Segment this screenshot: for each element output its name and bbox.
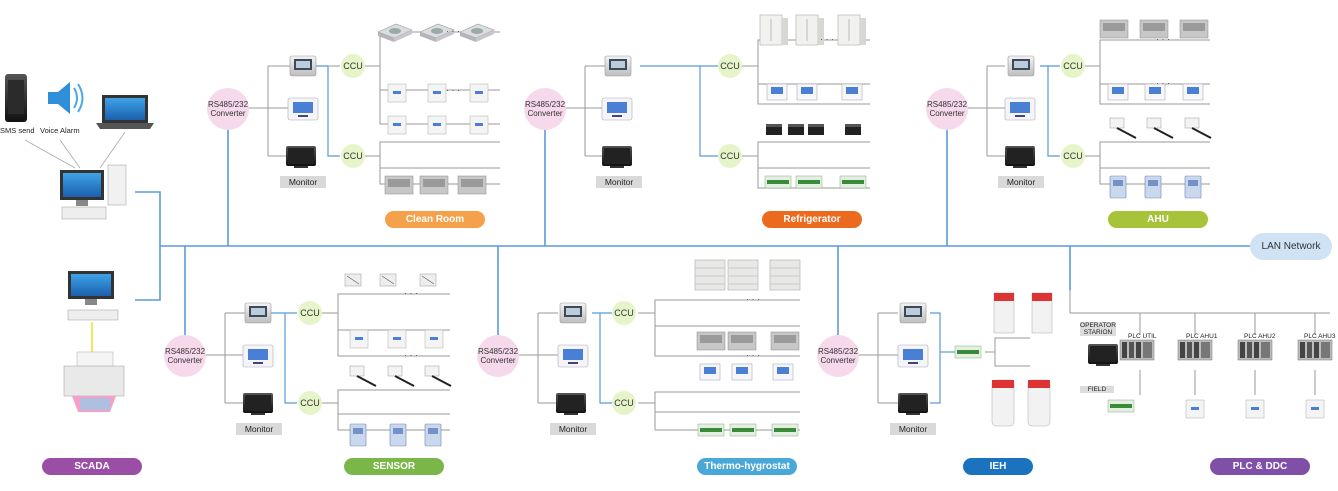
plc-ahu2-label: PLC AHU2 (1244, 333, 1276, 340)
controller-icon (387, 115, 407, 135)
ccu-node: CCU (298, 301, 322, 325)
svg-text:· · ·: · · · (446, 26, 460, 36)
touch-panel-icon (289, 55, 317, 77)
sensor-icon (349, 423, 367, 447)
controller-icon (469, 83, 489, 103)
category-ieh: IEH (963, 458, 1033, 475)
ccu-node: CCU (341, 54, 365, 78)
desktop-pc-icon (60, 164, 127, 220)
sensor-icon (424, 423, 442, 447)
ccu-node: CCU (298, 391, 322, 415)
svg-text:· · ·: · · · (746, 294, 760, 304)
plc-rack-icon (1237, 339, 1273, 361)
svg-text:· · ·: · · · (746, 350, 760, 360)
ccu-node: CCU (612, 301, 636, 325)
ccu-node: CCU (341, 144, 365, 168)
sensor-devices (242, 273, 452, 447)
ccu-node: CCU (612, 391, 636, 415)
monitor-icon (286, 146, 316, 168)
smartphone-icon (5, 74, 27, 122)
ahu-devices (1004, 19, 1212, 199)
plc-ahu3-label: PLC AHU3 (1304, 333, 1336, 340)
category-clean-room: Clean Room (385, 211, 485, 228)
monitor-label: Monitor (890, 423, 936, 435)
category-ahu: AHU (1108, 211, 1208, 228)
scada-devices (5, 74, 154, 412)
controller-icon (384, 175, 414, 195)
ccu-node: CCU (718, 144, 742, 168)
monitor-label: Monitor (596, 176, 642, 188)
printer-icon (63, 351, 125, 412)
svg-text:· · ·: · · · (1156, 78, 1170, 88)
sensor-icon (387, 365, 415, 387)
svg-text:· · ·: · · · (820, 34, 834, 44)
svg-text:· · ·: · · · (404, 350, 418, 360)
fan-filter-unit-icon (459, 23, 495, 43)
lan-network-label: LAN Network (1250, 233, 1332, 260)
speaker-icon (48, 82, 84, 114)
svg-text:· · ·: · · · (1156, 34, 1170, 44)
monitor-label: Monitor (998, 176, 1044, 188)
ccu-node: CCU (718, 54, 742, 78)
sms-send-label: SMS send (0, 126, 35, 135)
plc-rack-icon (1177, 339, 1213, 361)
field-label: FIELD (1080, 386, 1114, 393)
laptop-icon (96, 95, 154, 129)
voice-alarm-label: Voice Alarm (40, 126, 80, 135)
controller-icon (457, 175, 487, 195)
fan-filter-unit-icon (377, 23, 413, 43)
controller-icon (387, 83, 407, 103)
plc-util-label: PLC UTIL (1128, 333, 1157, 340)
category-plc-ddc: PLC & DDC (1210, 458, 1310, 475)
controller-icon (427, 115, 447, 135)
plc-rack-icon (1119, 339, 1155, 361)
ccu-node: CCU (1061, 144, 1085, 168)
category-refrigerator: Refrigerator (762, 211, 862, 228)
controller-icon (469, 115, 489, 135)
category-thermo-hygrostat: Thermo-hygrostat (697, 458, 797, 475)
controller-icon (419, 175, 449, 195)
monitor-label: Monitor (280, 176, 326, 188)
sensor-icon (389, 423, 407, 447)
thermo-hygrostat-devices (556, 259, 801, 437)
controller-icon (427, 83, 447, 103)
ieh-devices (897, 292, 1053, 427)
category-sensor: SENSOR (344, 458, 444, 475)
lan-bus (135, 125, 1250, 335)
sensor-icon (349, 365, 377, 387)
svg-text:· · ·: · · · (404, 288, 418, 298)
touch-panel-icon (287, 97, 319, 121)
category-scada: SCADA (42, 458, 142, 475)
sensor-icon (424, 365, 452, 387)
plc-devices (1088, 339, 1333, 419)
monitor-label: Monitor (550, 423, 596, 435)
plc-rack-icon (1297, 339, 1333, 361)
ccu-node: CCU (1061, 54, 1085, 78)
plc-ahu1-label: PLC AHU1 (1186, 333, 1218, 340)
svg-text:· · ·: · · · (446, 85, 460, 95)
monitor-label: Monitor (236, 423, 282, 435)
desktop-pc-icon (67, 271, 119, 321)
